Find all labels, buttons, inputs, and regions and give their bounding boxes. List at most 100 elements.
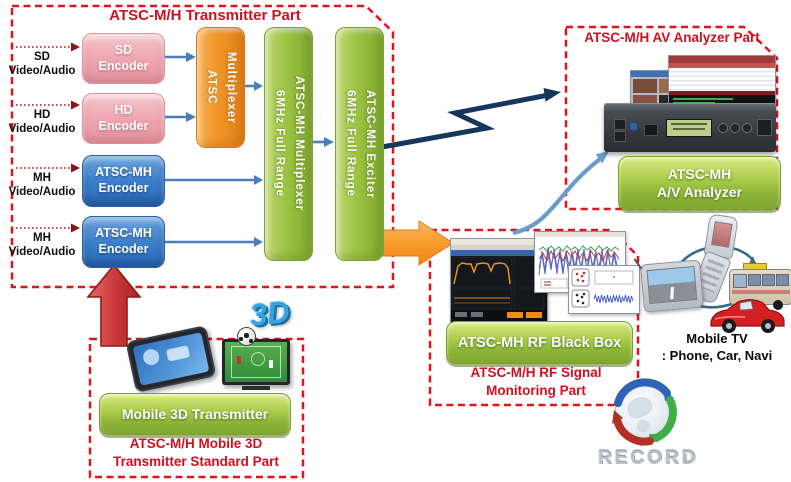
flow-arrows-blue [164,55,325,244]
car-windshield [739,300,754,311]
rf-signal-zigzag-arrow [381,93,547,150]
av-table-window [668,55,776,110]
globe-continent [637,419,650,433]
spectrum-analyzer-window [450,238,548,323]
input-mh2-line2: Video/Audio [8,245,76,258]
spectrum-trace [453,262,511,285]
constellation-plots [571,268,634,308]
rack-button [742,123,752,133]
curved-arrow-rf-to-av [512,157,602,236]
record-globe-logo [606,376,684,450]
curved-arrowhead [595,151,609,164]
swoosh-blue [614,378,671,407]
smartphone-screen [132,332,210,386]
input-label-sd: SD Video/Audio [2,51,82,78]
player-figure [269,360,273,368]
input-dotted-arrows [16,46,71,229]
transmitter-group-border [10,4,395,289]
linechart-titlebar [535,232,625,237]
mobile-tv-label: Mobile TV : Phone, Car, Navi [652,331,782,365]
3d-logo: 3D [248,294,292,333]
input-label-mh1: MH Video/Audio [2,172,82,199]
mobile-tv-line2: : Phone, Car, Navi [661,347,773,363]
field-lines [231,346,281,378]
av-analyzer-part-title: ATSC-M/H AV Analyzer Part [584,30,760,45]
phone-screen [711,221,733,248]
road-centerline [669,286,674,299]
rf-black-box-button: ATSC-MH RF Black Box [446,321,633,364]
3d-tv-image [222,339,290,391]
swoosh-red [613,415,654,446]
input-label-hd: HD Video/Audio [2,109,82,136]
bus-window [748,274,761,286]
zigzag-arrowhead [543,88,561,102]
bus-window [762,274,775,286]
spectrum-panels [451,256,545,318]
flow-arrowheads-blue [186,52,334,247]
mobile3d-part-title: ATSC-M/H Mobile 3D Transmitter Standard … [98,435,294,470]
blue-waveform [593,293,634,304]
input-sd-line2: Video/Audio [8,64,76,77]
m3d-title-line1: ATSC-M/H Mobile 3D [129,436,263,451]
table-rows [669,68,775,91]
rack-led [630,123,637,130]
m3d-title-line2: Transmitter Standard Part [113,453,279,469]
input-mh1-line2: Video/Audio [8,185,76,198]
bus-windshield [733,274,747,288]
input-arrowheads [71,42,80,233]
rack-button [730,123,740,133]
input-sd-line1: SD [34,51,50,63]
rf-monitoring-part-title: ATSC-M/H RF Signal Monitoring Part [448,364,624,399]
spectrum-titlebar [451,239,547,245]
constellation-window [568,265,640,314]
soccer-ball-image [237,327,256,346]
record-wordmark: RECORD [597,448,699,469]
tv-stand [242,386,270,390]
ball-patch [244,333,249,338]
screen-graphic [165,345,191,362]
input-mh2-line1: MH [33,232,51,244]
tv-screen-soccer-field [225,342,287,382]
lcd-text-line [671,123,707,125]
screen-graphic [141,347,161,367]
rack-port [614,131,626,142]
input-mh1-line1: MH [33,172,51,184]
swoosh-green [652,396,677,442]
ball-patch [239,337,243,341]
av-analyzer-group-border [564,25,779,211]
lcd-text-line [673,128,705,130]
linechart-plot [538,245,620,289]
av-rack-device [604,103,776,152]
portable-tv-navi-image [633,258,704,313]
mobile-3d-transmitter-button: Mobile 3D Transmitter [99,393,291,435]
table-header-row [669,63,775,68]
bus-window [776,274,789,286]
mobile-tv-line1: Mobile TV [686,331,748,346]
center-circle [251,352,265,366]
rack-jack [757,119,772,136]
spectrum-menubar [451,245,547,250]
player-figure [237,356,241,364]
console-green-line [673,98,733,100]
globe-continent [627,397,653,419]
navi-screen [646,265,698,305]
red-car-image [705,293,789,335]
bus-wheel [773,300,783,310]
rf-monitoring-group-border [428,228,640,407]
rf-title-line2: Monitoring Part [486,382,586,398]
orange-block-arrow [381,220,454,266]
ball-patch [249,339,253,343]
red-up-block-arrow [86,263,142,347]
table-window-titlebar [669,56,775,63]
rack-usb-port [644,124,658,136]
car-highlight [714,316,746,320]
bus-stripe [732,290,790,294]
input-hd-line2: Video/Audio [8,122,76,135]
table-divider-strip [669,91,775,95]
rack-port [614,119,626,130]
